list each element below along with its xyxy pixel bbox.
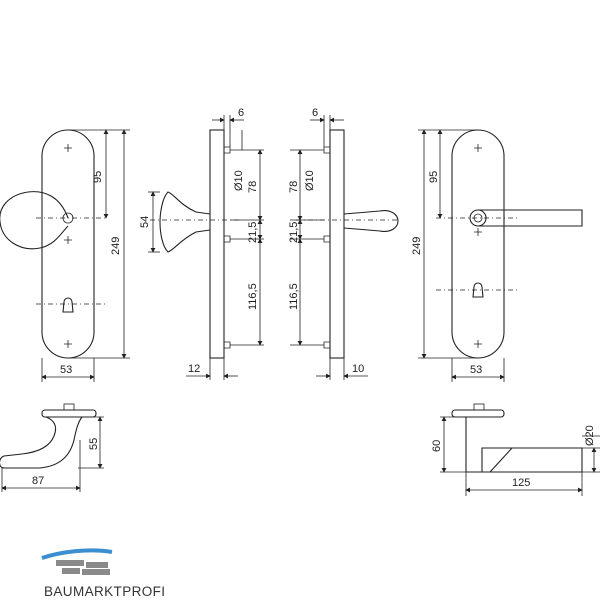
lever-detail-view: 60 Ø20 125	[431, 403, 600, 496]
dim-125: 125	[512, 477, 530, 489]
dim-54: 54	[139, 216, 151, 228]
side-view-lever: 6 78 Ø10 21,5 116,5 10	[288, 107, 400, 380]
dim-78-right: 78	[288, 181, 300, 193]
dim-87: 87	[32, 475, 44, 487]
dim-21-right: 21,5	[288, 222, 300, 243]
baumarktprofi-logo: BAUMARKTPROFI	[41, 548, 165, 599]
dim-78-left: 78	[247, 181, 259, 193]
dim-dia20: Ø20	[584, 425, 596, 446]
dim-dia10-right: Ø10	[304, 170, 316, 191]
side-view-knob: 54 6 Ø10 78 21,5 116,5 12	[139, 107, 264, 380]
lever-side-profile	[343, 210, 399, 232]
lever-rose	[451, 409, 505, 418]
dim-95-left: 95	[92, 171, 104, 183]
logo-text: BAUMARKTPROFI	[44, 584, 165, 599]
dim-dia10-left: Ø10	[233, 170, 245, 191]
dim-60: 60	[431, 440, 443, 452]
plate-side-left	[209, 129, 225, 359]
dim-249-right: 249	[411, 237, 423, 255]
knob-grip-profile	[0, 416, 83, 469]
knob-shape	[0, 191, 69, 250]
dim-55: 55	[88, 438, 100, 450]
knob-side-profile	[159, 191, 211, 253]
dim-6-left: 6	[238, 107, 244, 119]
screw-heads-left	[224, 146, 231, 349]
screw-heads-right	[323, 146, 330, 349]
keyhole-left	[62, 297, 74, 313]
dim-53-right: 53	[470, 364, 482, 376]
knob-spindle	[63, 403, 75, 411]
lever-spindle	[473, 403, 485, 411]
dim-53-left: 53	[60, 364, 72, 376]
dim-249-left: 249	[110, 237, 122, 255]
lever-front	[478, 209, 583, 227]
screw-marks-left	[64, 144, 72, 348]
dim-95-right: 95	[428, 171, 440, 183]
dim-116-left: 116,5	[247, 283, 259, 310]
dim-10: 10	[352, 363, 364, 375]
plate-side-right	[329, 129, 345, 359]
dim-21-left: 21,5	[247, 222, 259, 243]
logo-swoosh	[41, 548, 113, 560]
dim-6-right: 6	[312, 107, 318, 119]
escutcheon-plate-right	[451, 129, 505, 359]
screw-marks-right	[474, 144, 482, 348]
lever-grip-profile	[465, 417, 583, 473]
knob-rose	[41, 409, 97, 418]
dim-12: 12	[188, 363, 200, 375]
knob-detail-view: 55 87	[0, 403, 104, 492]
keyhole-right	[472, 282, 484, 298]
front-view-knob: 95 249 53	[0, 129, 130, 382]
dim-116-right: 116,5	[288, 283, 300, 310]
front-view-lever: 95 249 53	[411, 129, 583, 382]
